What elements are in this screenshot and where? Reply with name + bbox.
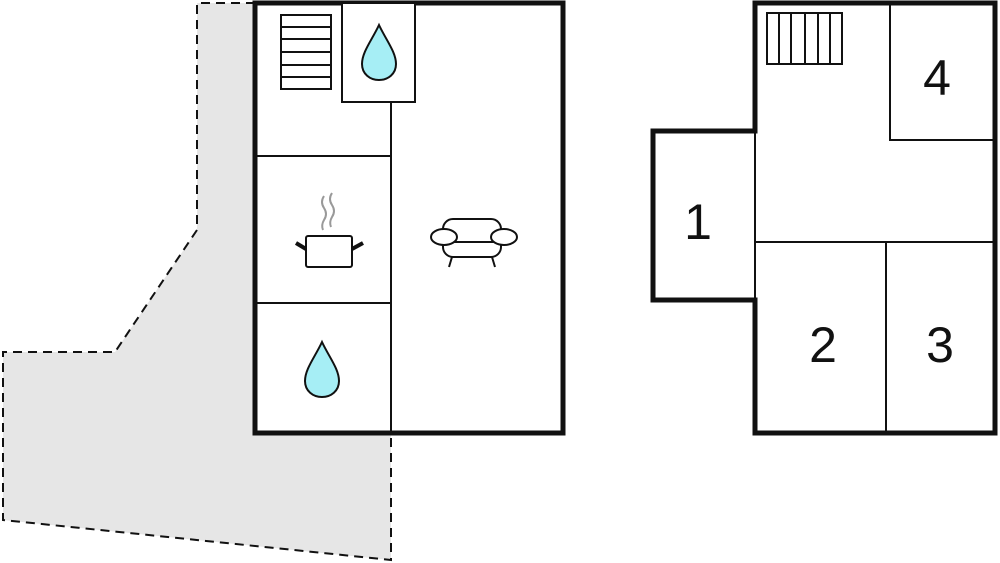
stairs-icon [766, 12, 843, 65]
terrace-area [3, 3, 391, 560]
sofa-icon [430, 218, 518, 268]
room-label-2: 2 [809, 317, 837, 373]
room-label-4: 4 [923, 50, 951, 106]
upper-floor-plan: 1 2 3 4 [650, 0, 998, 436]
water-drop-icon [303, 339, 341, 399]
room-label-1: 1 [684, 194, 712, 250]
room-label-3: 3 [926, 317, 954, 373]
water-drop-icon [360, 22, 398, 82]
ground-floor-plan [252, 0, 566, 436]
terrace-outline [2, 2, 392, 562]
cooking-pot-icon [294, 192, 364, 268]
bathroom-top [341, 2, 416, 103]
stairs-icon [280, 14, 332, 90]
